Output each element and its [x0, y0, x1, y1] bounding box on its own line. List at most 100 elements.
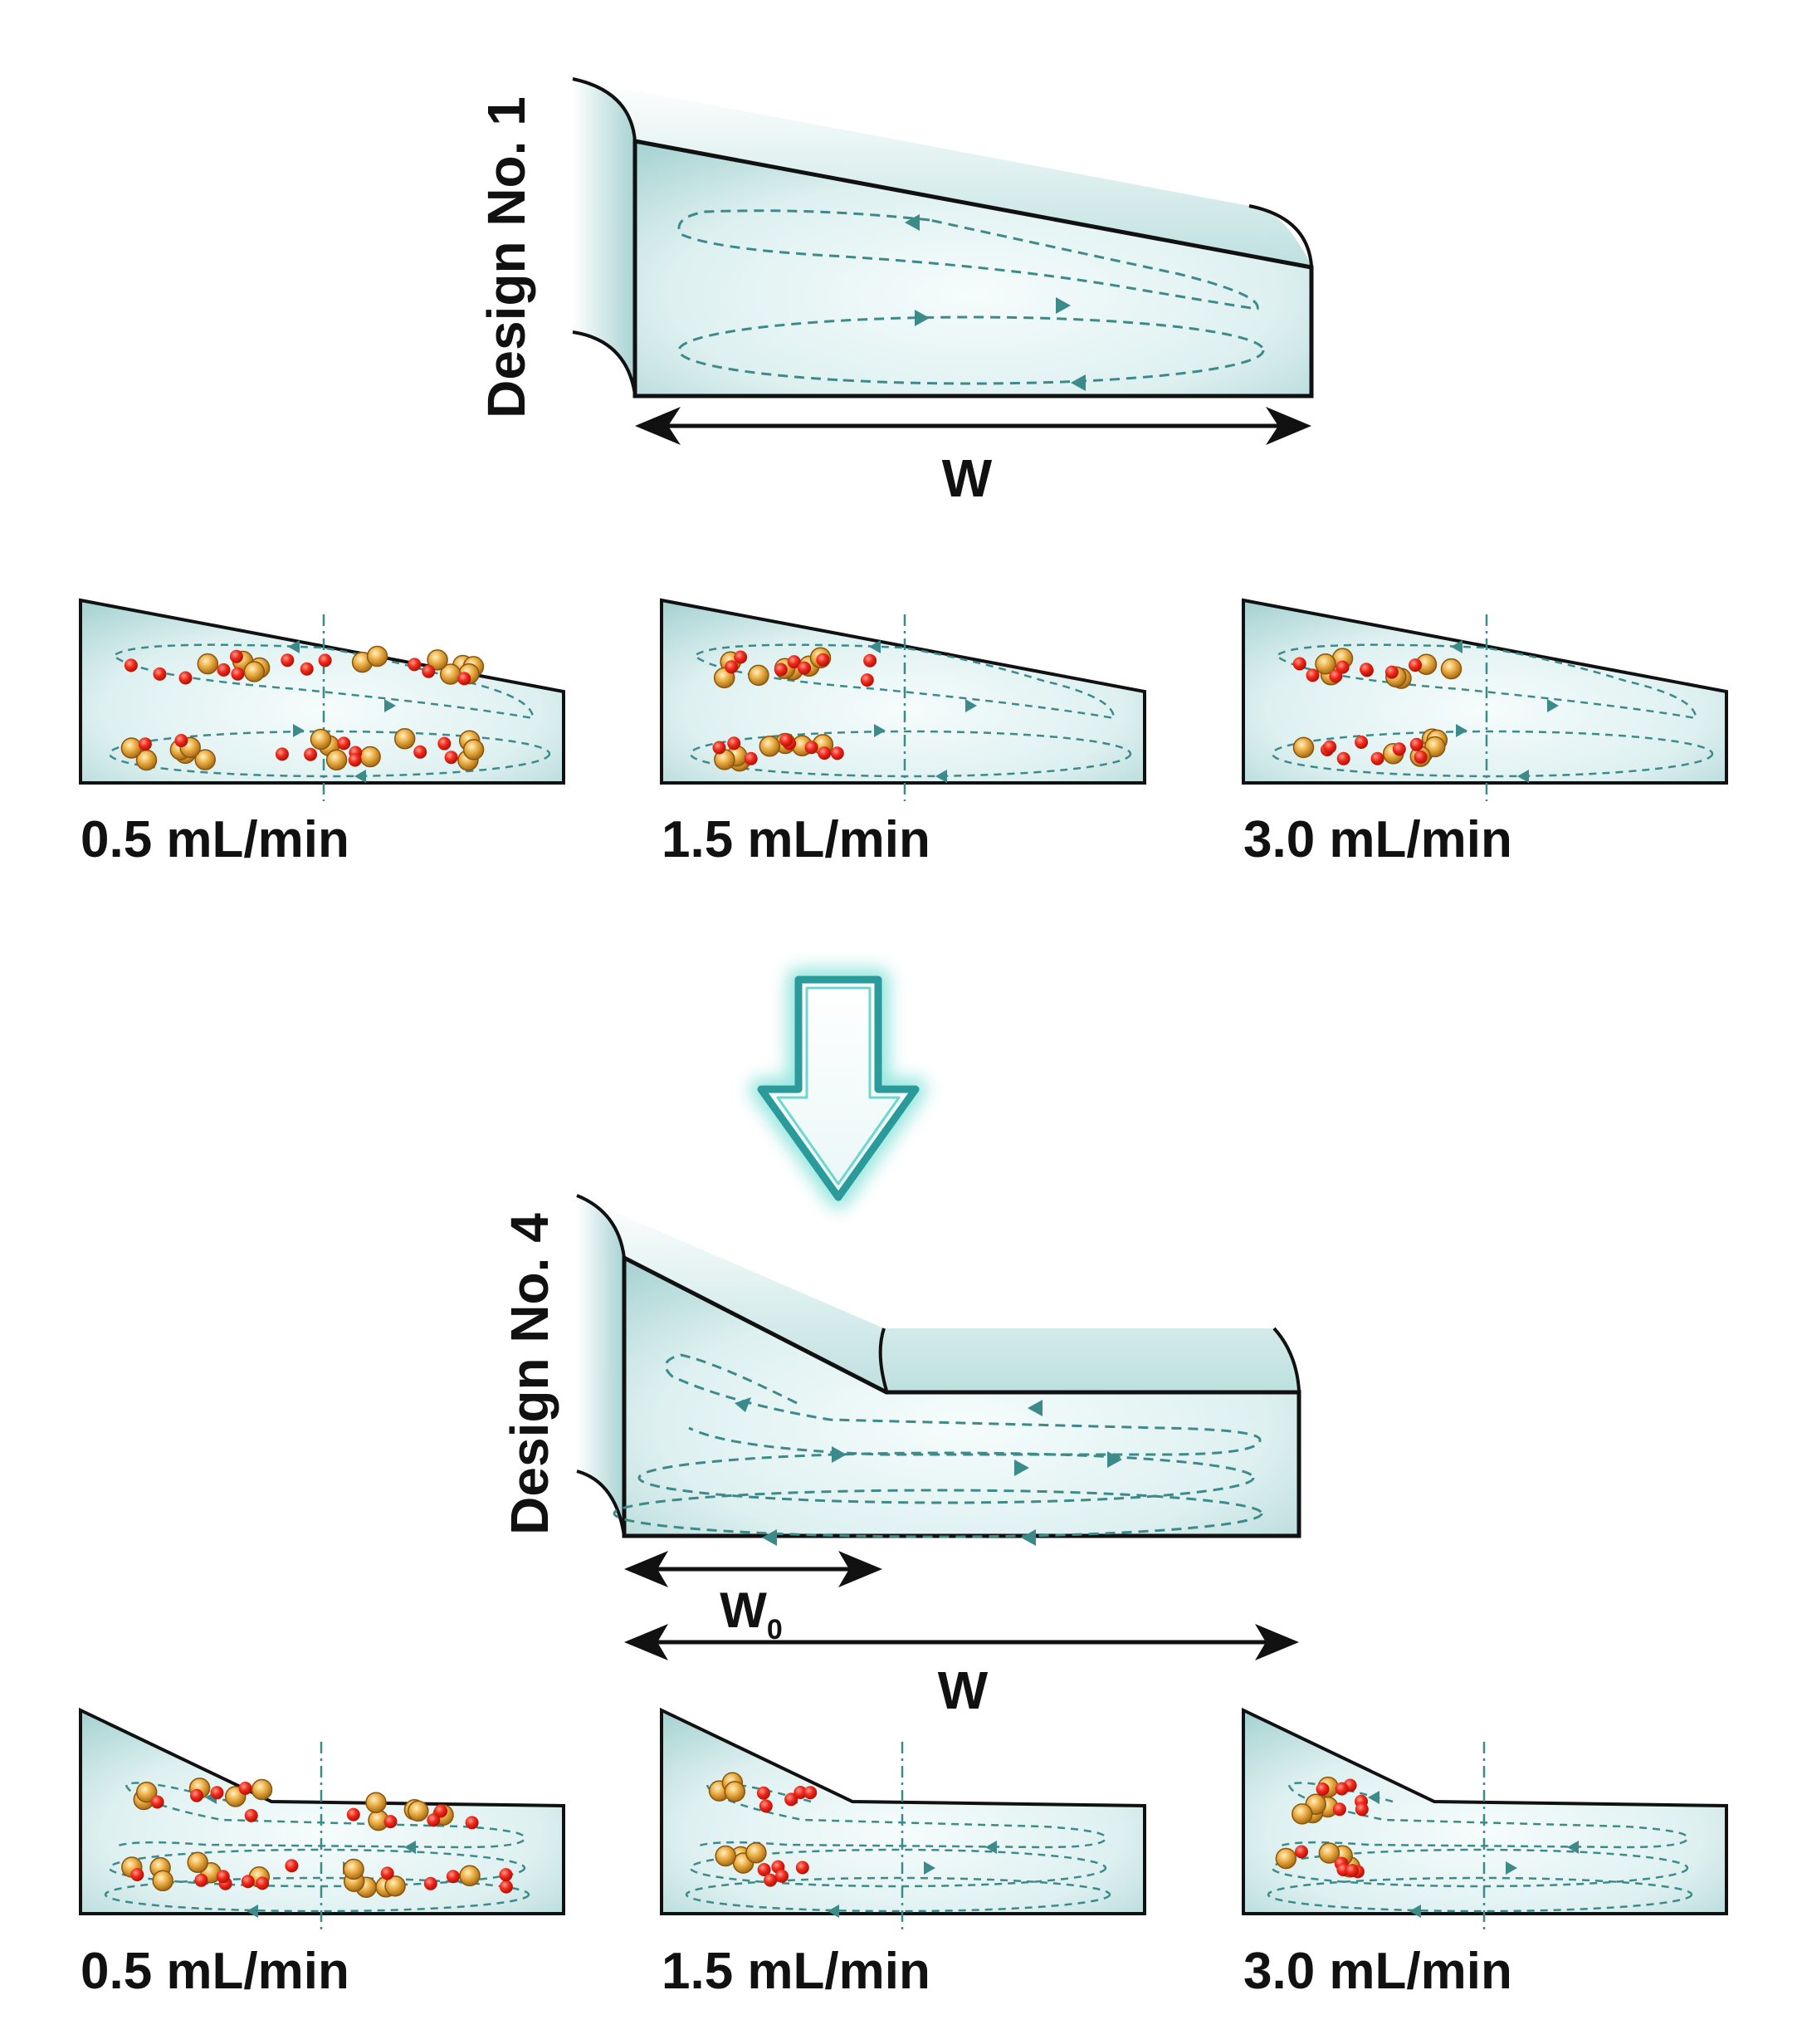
small-particle	[281, 653, 295, 667]
flow-arrowhead	[965, 699, 977, 712]
small-particle	[818, 746, 832, 760]
small-particle	[863, 653, 877, 667]
small-particle	[437, 736, 452, 751]
design-1-flow-arrowheads	[905, 214, 1086, 391]
small-particle	[380, 1866, 394, 1880]
flow-arrowhead	[1506, 1861, 1517, 1875]
small-particle	[712, 741, 726, 755]
flow-arrowhead	[828, 1905, 839, 1918]
design-1-panel: 0.5 mL/min	[79, 598, 565, 868]
design-4-flow-arrowheads	[735, 1397, 1122, 1546]
design-4-schematic: W0 W Design No. 4	[500, 1194, 1301, 1720]
small-particle	[804, 741, 818, 755]
design-4-wall-outline	[576, 1194, 1301, 1537]
flow-arrowhead	[293, 724, 305, 737]
small-particle	[238, 1782, 252, 1795]
small-particle	[794, 1786, 808, 1799]
small-particle	[346, 1807, 360, 1822]
small-particle	[210, 1786, 224, 1800]
small-particle	[1323, 740, 1337, 754]
flow-arrowhead	[869, 640, 881, 653]
small-particle	[803, 1786, 818, 1800]
large-particle	[748, 664, 769, 687]
design-4-panel: 1.5 mL/min	[660, 1707, 1146, 2000]
large-particle	[343, 1858, 364, 1880]
flow-rate-label: 0.5 mL/min	[81, 1943, 349, 2000]
large-particle	[759, 736, 781, 757]
small-particle	[231, 667, 245, 681]
flow-rate-label: 3.0 mL/min	[1243, 811, 1512, 868]
small-particle	[1316, 1782, 1330, 1796]
small-particle	[413, 745, 427, 759]
small-particle	[434, 1804, 447, 1818]
channel-cross-section	[660, 1707, 1146, 1915]
design-4-width-arrow	[624, 1624, 1299, 1660]
large-particle	[715, 1845, 736, 1867]
small-particle	[304, 747, 318, 761]
small-particle	[759, 1799, 773, 1813]
large-particle	[1440, 658, 1463, 680]
design-1-top-face	[573, 79, 1311, 266]
small-particle	[285, 1859, 299, 1873]
small-particle	[229, 649, 243, 663]
design-4-w0-arrow	[624, 1551, 882, 1587]
flow-arrowhead	[935, 770, 947, 783]
design-4-left-wall	[577, 1196, 624, 1536]
large-particle	[745, 1841, 767, 1864]
channel-cross-section	[1242, 598, 1728, 785]
design-4-width-label: W	[938, 1660, 989, 1720]
small-particle	[190, 1788, 203, 1802]
design-1-left-wall	[573, 79, 635, 394]
design-4-w0-label: W0	[720, 1582, 783, 1645]
small-particle	[757, 1863, 771, 1876]
flow-rate-label: 3.0 mL/min	[1243, 1943, 1512, 2000]
small-particle	[422, 664, 436, 678]
small-particle	[784, 1792, 798, 1807]
large-particle	[384, 1875, 406, 1897]
small-particle	[138, 737, 152, 751]
small-particle	[727, 736, 741, 751]
small-particle	[1409, 737, 1423, 751]
small-particle	[756, 1786, 770, 1800]
flow-arrowhead	[1547, 699, 1559, 712]
streamlines	[689, 643, 1132, 778]
small-particle	[860, 673, 874, 687]
small-particle	[1332, 1802, 1346, 1817]
small-particle	[153, 667, 167, 681]
small-particle	[427, 1813, 441, 1827]
design-1-panel: 1.5 mL/min	[660, 598, 1146, 868]
small-particle	[1414, 750, 1428, 764]
large-particle	[152, 1870, 173, 1892]
small-particle	[787, 655, 801, 669]
small-particle	[1355, 1802, 1369, 1817]
small-particle	[1345, 1864, 1359, 1877]
small-particle	[178, 671, 193, 685]
design-1-right-wall	[1248, 204, 1313, 267]
design-1-width-arrow	[635, 407, 1311, 445]
small-particle	[1370, 751, 1384, 765]
small-particle	[348, 753, 362, 767]
large-particle	[365, 1792, 387, 1813]
small-particle	[383, 1815, 398, 1829]
design-1-schematic: W Design No. 1	[476, 77, 1314, 508]
flow-arrowhead	[1409, 1905, 1421, 1918]
small-particle	[337, 736, 351, 751]
small-particle	[1295, 1845, 1308, 1859]
small-particle	[795, 1861, 809, 1875]
small-particle	[444, 751, 458, 765]
design-4-panel: 3.0 mL/min	[1242, 1707, 1728, 2000]
large-particle	[1275, 1847, 1297, 1870]
large-particle	[135, 1781, 158, 1803]
design-1-panel: 3.0 mL/min	[1242, 598, 1728, 868]
large-particle	[427, 649, 448, 671]
design-4-streamlines	[613, 1353, 1263, 1538]
design-4-top-face-slope	[577, 1196, 886, 1391]
flow-arrowhead	[1456, 724, 1467, 737]
flow-arrowhead	[1517, 770, 1529, 783]
small-particle	[1392, 742, 1406, 756]
small-particle	[1335, 1782, 1349, 1796]
design-1-title: Design No. 1	[476, 96, 536, 418]
flow-rate-label: 0.5 mL/min	[81, 811, 349, 868]
flow-arrowhead	[354, 770, 366, 783]
